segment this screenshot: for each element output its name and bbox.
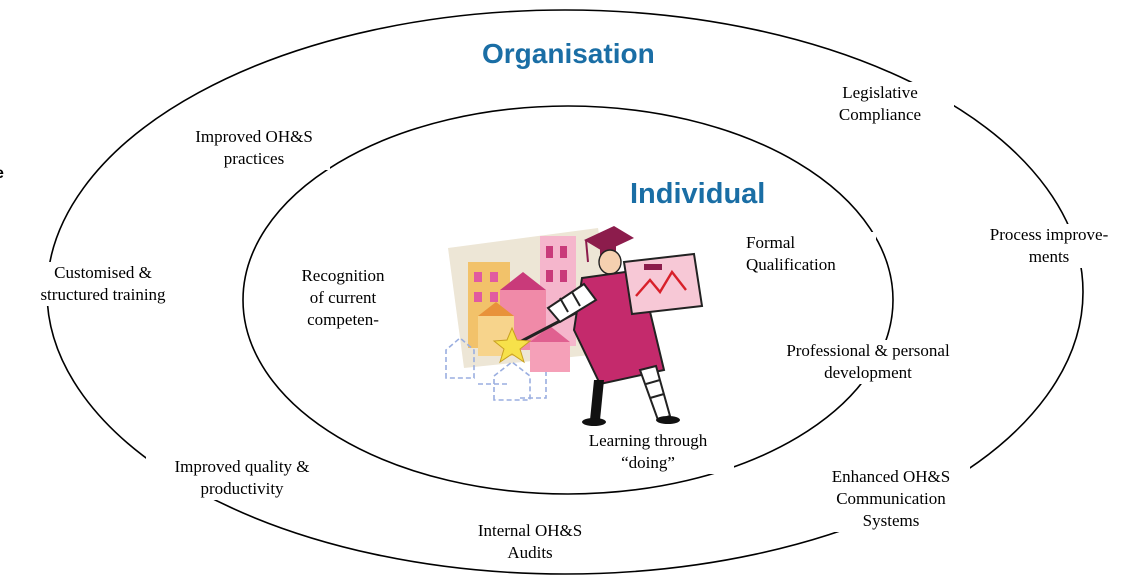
label-internal-audits: Internal OH&S Audits	[452, 520, 608, 564]
organisation-title: Organisation	[482, 38, 655, 69]
label-improved-practices: Improved OH&S practices	[178, 126, 330, 170]
label-process-improvements: Process improve- ments	[960, 224, 1130, 268]
label-recognition: Recognition of current competen-	[301, 266, 385, 329]
stray-glyph: e	[0, 166, 4, 182]
label-professional-development: Professional & personal development	[752, 340, 984, 384]
label-customised-training: Customised & structured training	[10, 262, 196, 306]
label-learning-through-doing: Learning through “doing”	[562, 430, 734, 474]
label-enhanced-communication: Enhanced OH&S Communication Systems	[812, 466, 970, 532]
individual-title: Individual	[630, 178, 766, 210]
inner-ellipse	[242, 105, 894, 495]
label-legislative-compliance: Legislative Compliance	[806, 82, 954, 126]
graduate-clipart	[445, 226, 704, 426]
label-formal-qualification: Formal Qualification	[746, 232, 876, 276]
label-improved-quality: Improved quality & productivity	[146, 456, 338, 500]
